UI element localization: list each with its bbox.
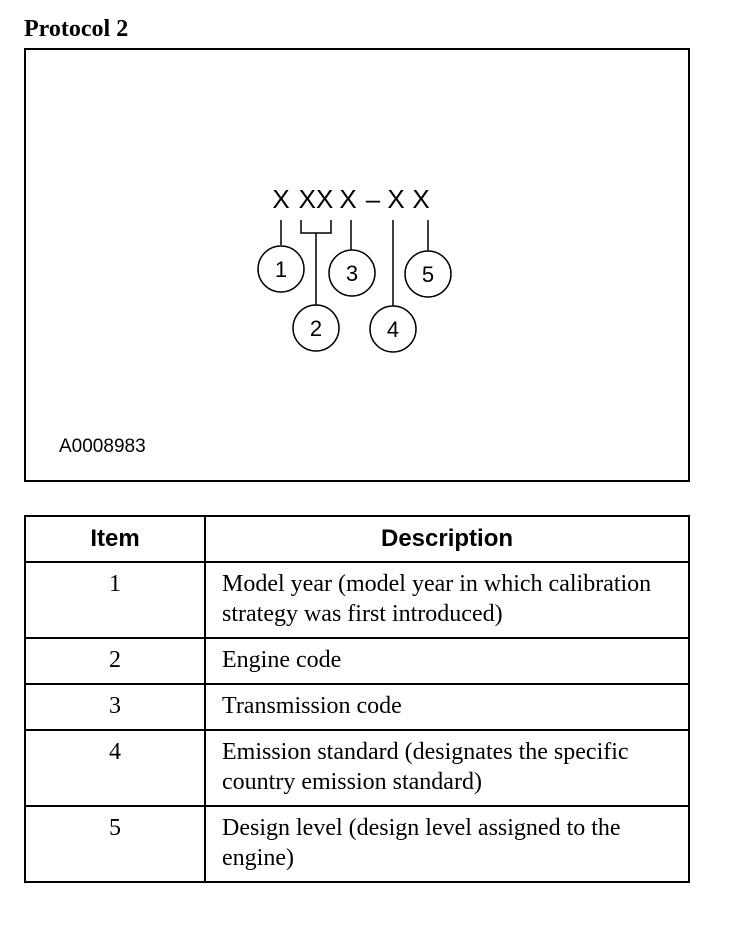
callout-circle-2	[292, 304, 340, 352]
table-row: 4 Emission standard (designates the spec…	[24, 729, 690, 807]
page-title: Protocol 2	[24, 16, 129, 42]
item-number: 3	[24, 683, 206, 731]
item-number: 2	[24, 637, 206, 685]
callout-circle-4	[369, 305, 417, 353]
bracket-2	[300, 220, 332, 234]
item-number: 1	[24, 561, 206, 639]
diagram-frame: X XX X – X X 1 2 3 4 5 A0008983	[24, 48, 690, 482]
callout-circle-3	[328, 249, 376, 297]
code-part-4: X	[387, 184, 404, 214]
callout-label-4: 4	[387, 317, 399, 342]
code-part-2: XX	[299, 184, 334, 214]
callout-label-1: 1	[275, 257, 287, 282]
code-diagram: X XX X – X X 1 2 3 4 5 A0008983	[59, 184, 452, 457]
code-part-5: X	[412, 184, 429, 214]
item-description: Emission standard (designates the specif…	[204, 729, 690, 807]
item-description: Model year (model year in which calibrat…	[204, 561, 690, 639]
item-description: Engine code	[204, 637, 690, 685]
code-part-1: X	[272, 184, 289, 214]
item-description: Transmission code	[204, 683, 690, 731]
table-row: 2 Engine code	[24, 637, 690, 685]
callout-circle-1	[257, 245, 305, 293]
figure-id: A0008983	[59, 436, 146, 457]
callout-label-3: 3	[346, 261, 358, 286]
item-description: Design level (design level assigned to t…	[204, 805, 690, 883]
table-header-row: Item Description	[24, 515, 690, 563]
callout-label-5: 5	[422, 262, 434, 287]
code-part-3: X	[339, 184, 356, 214]
column-header-item: Item	[24, 515, 206, 563]
table-row: 1 Model year (model year in which calibr…	[24, 561, 690, 639]
column-header-description: Description	[204, 515, 690, 563]
table-row: 3 Transmission code	[24, 683, 690, 731]
item-number: 5	[24, 805, 206, 883]
callout-label-2: 2	[310, 316, 322, 341]
callout-circle-5	[404, 250, 452, 298]
table-row: 5 Design level (design level assigned to…	[24, 805, 690, 883]
code-dash: –	[366, 184, 381, 214]
item-description-table: Item Description 1 Model year (model yea…	[24, 515, 690, 883]
item-number: 4	[24, 729, 206, 807]
